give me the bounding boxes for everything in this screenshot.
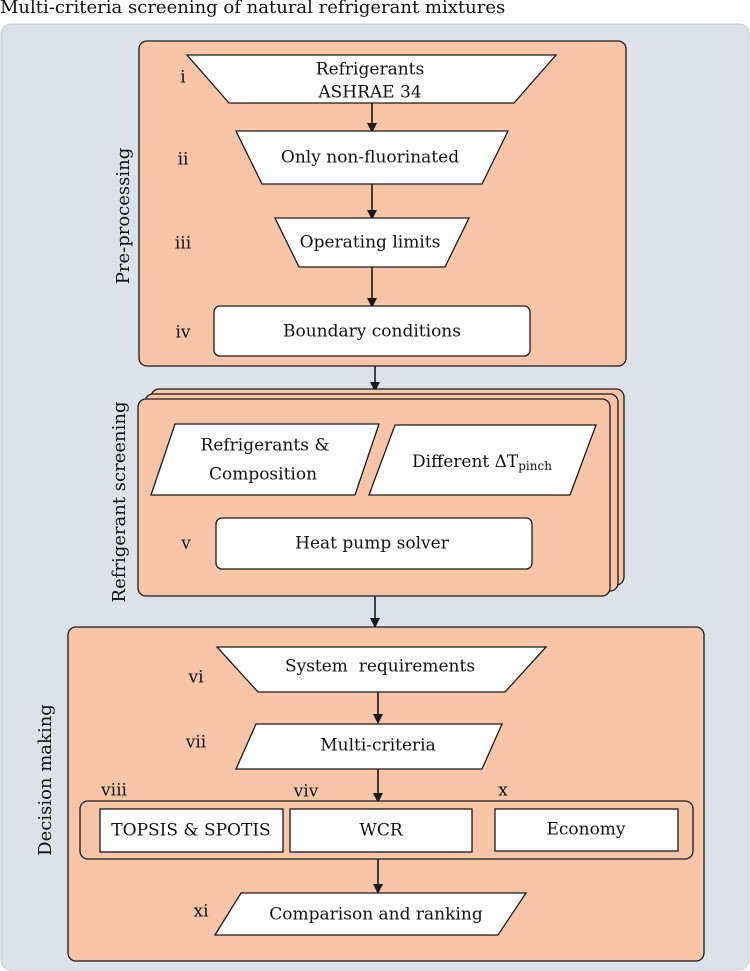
screening-label: Refrigerant screening <box>109 402 130 603</box>
step-i-numeral: i <box>180 68 186 88</box>
preprocessing-section <box>138 40 627 367</box>
step-i-line2: ASHRAE 34 <box>317 83 421 103</box>
step-viii-numeral: viii <box>100 781 127 801</box>
step-xi-comparison-ranking-box <box>213 892 528 936</box>
step-iii-label: Operating limits <box>300 233 441 253</box>
step-x-economy-box <box>494 808 679 852</box>
step-x-numeral: x <box>498 781 508 801</box>
step-iv-numeral: iv <box>175 323 190 343</box>
delta-t-symbol: ΔT <box>495 452 519 472</box>
step-iii-operating-limits-box <box>273 217 471 268</box>
step-xi-label: Comparison and ranking <box>269 905 483 925</box>
step-vii-multi-criteria-box <box>234 723 504 770</box>
step-ii-non-fluorinated-box <box>234 130 510 185</box>
step-v-numeral: v <box>180 534 191 554</box>
step-viii-label: TOPSIS & SPOTIS <box>111 821 270 841</box>
delta-t-subscript: pinch <box>518 459 552 473</box>
delta-t-pinch-box <box>368 424 597 496</box>
figure-title: Multi-criteria screening of natural refr… <box>0 0 506 18</box>
refcomp-line2: Composition <box>209 465 317 485</box>
delta-t-prefix: Different <box>412 452 495 472</box>
step-viii-topsis-box <box>99 808 284 853</box>
step-viv-label: WCR <box>359 821 403 841</box>
step-ii-label: Only non-fluorinated <box>281 148 459 168</box>
delta-t-pinch-label: Different ΔTpinch <box>412 452 552 473</box>
step-viv-wcr-box <box>289 808 473 853</box>
step-iii-numeral: iii <box>175 234 192 254</box>
step-vii-numeral: vii <box>185 733 207 753</box>
refcomp-line1: Refrigerants & <box>201 436 330 456</box>
step-iv-label: Boundary conditions <box>283 322 461 342</box>
step-vi-system-requirements-box <box>215 646 548 693</box>
step-x-label: Economy <box>546 820 625 840</box>
step-vi-label: System requirements <box>285 657 475 677</box>
refrigerants-composition-box <box>150 423 380 496</box>
decision-label: Decision making <box>35 704 56 856</box>
step-i-line1: Refrigerants <box>316 60 424 80</box>
step-xi-numeral: xi <box>193 902 209 922</box>
step-v-label: Heat pump solver <box>295 534 450 554</box>
step-viv-numeral: viv <box>293 782 319 802</box>
step-ii-numeral: ii <box>178 150 189 170</box>
step-i-refrigerants-box <box>185 54 558 104</box>
step-vii-label: Multi-criteria <box>320 736 435 756</box>
decision-section <box>67 626 705 962</box>
step-iv-boundary-conditions-box <box>213 305 531 357</box>
step-v-heat-pump-solver-box <box>215 517 533 570</box>
preprocessing-label: Pre-processing <box>113 148 134 285</box>
step-vi-numeral: vi <box>187 668 204 688</box>
